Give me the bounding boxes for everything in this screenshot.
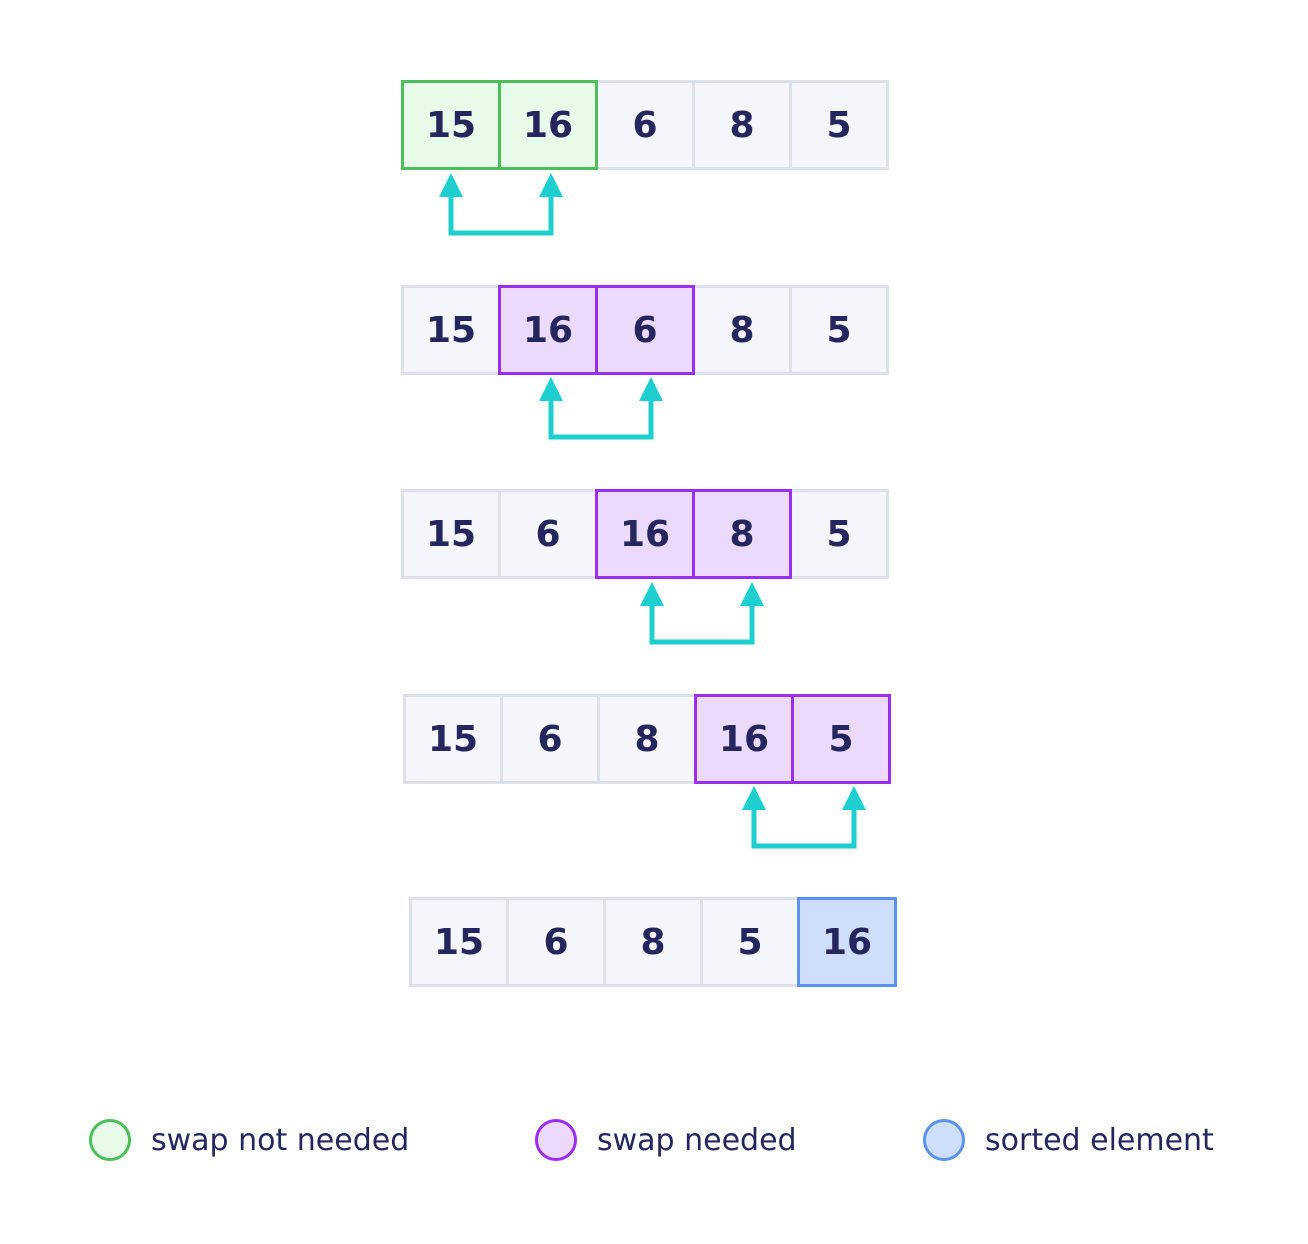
array-cell: 8 (692, 489, 792, 579)
cell-value: 16 (522, 104, 574, 146)
array-cell: 15 (401, 285, 501, 375)
array-cell: 6 (498, 489, 598, 579)
legend-label: sorted element (985, 1122, 1214, 1158)
cell-value: 8 (729, 309, 755, 351)
array-row-result: 15 6 8 5 16 (409, 897, 897, 987)
array-cell: 16 (797, 897, 897, 987)
array-cell: 8 (597, 694, 697, 784)
array-cell: 8 (692, 285, 792, 375)
array-row-pass-1: 15 16 6 8 5 (401, 80, 889, 170)
cell-value: 6 (632, 309, 658, 351)
cell-value: 16 (821, 921, 873, 963)
cell-value: 16 (718, 718, 770, 760)
green-circle-icon (89, 1119, 131, 1161)
cell-value: 15 (425, 309, 477, 351)
cell-value: 16 (619, 513, 671, 555)
legend-label: swap not needed (151, 1122, 410, 1158)
array-cell: 8 (603, 897, 703, 987)
cell-value: 15 (427, 718, 479, 760)
array-cell: 6 (500, 694, 600, 784)
array-cell: 16 (498, 285, 598, 375)
cell-value: 8 (640, 921, 666, 963)
array-cell: 16 (498, 80, 598, 170)
blue-circle-icon (923, 1119, 965, 1161)
legend-sorted-element: sorted element (923, 1115, 1214, 1165)
array-cell: 5 (700, 897, 800, 987)
array-cell: 15 (401, 80, 501, 170)
array-cell: 15 (401, 489, 501, 579)
array-cell: 16 (694, 694, 794, 784)
cell-value: 8 (729, 513, 755, 555)
cell-value: 5 (826, 513, 852, 555)
cell-value: 5 (737, 921, 763, 963)
array-cell: 6 (506, 897, 606, 987)
cell-value: 6 (632, 104, 658, 146)
purple-circle-icon (535, 1119, 577, 1161)
array-row-pass-3: 15 6 16 8 5 (401, 489, 889, 579)
cell-value: 6 (537, 718, 563, 760)
array-cell: 5 (789, 489, 889, 579)
compare-arrow (439, 173, 563, 236)
cell-value: 15 (425, 104, 477, 146)
array-cell: 6 (595, 285, 695, 375)
legend-swap-needed: swap needed (535, 1115, 797, 1165)
cell-value: 8 (634, 718, 660, 760)
cell-value: 5 (826, 104, 852, 146)
legend-label: swap needed (597, 1122, 797, 1158)
cell-value: 15 (425, 513, 477, 555)
array-cell: 5 (791, 694, 891, 784)
array-cell: 15 (409, 897, 509, 987)
array-cell: 5 (789, 285, 889, 375)
array-cell: 6 (595, 80, 695, 170)
cell-value: 6 (543, 921, 569, 963)
compare-arrow (742, 786, 866, 849)
cell-value: 16 (522, 309, 574, 351)
compare-arrow (640, 582, 764, 645)
array-row-pass-4: 15 6 8 16 5 (403, 694, 891, 784)
cell-value: 8 (729, 104, 755, 146)
compare-arrow (539, 377, 663, 440)
cell-value: 5 (826, 309, 852, 351)
array-cell: 15 (403, 694, 503, 784)
cell-value: 15 (433, 921, 485, 963)
array-cell: 16 (595, 489, 695, 579)
cell-value: 6 (535, 513, 561, 555)
array-row-pass-2: 15 16 6 8 5 (401, 285, 889, 375)
legend-swap-not-needed: swap not needed (89, 1115, 409, 1165)
array-cell: 5 (789, 80, 889, 170)
array-cell: 8 (692, 80, 792, 170)
cell-value: 5 (828, 718, 854, 760)
